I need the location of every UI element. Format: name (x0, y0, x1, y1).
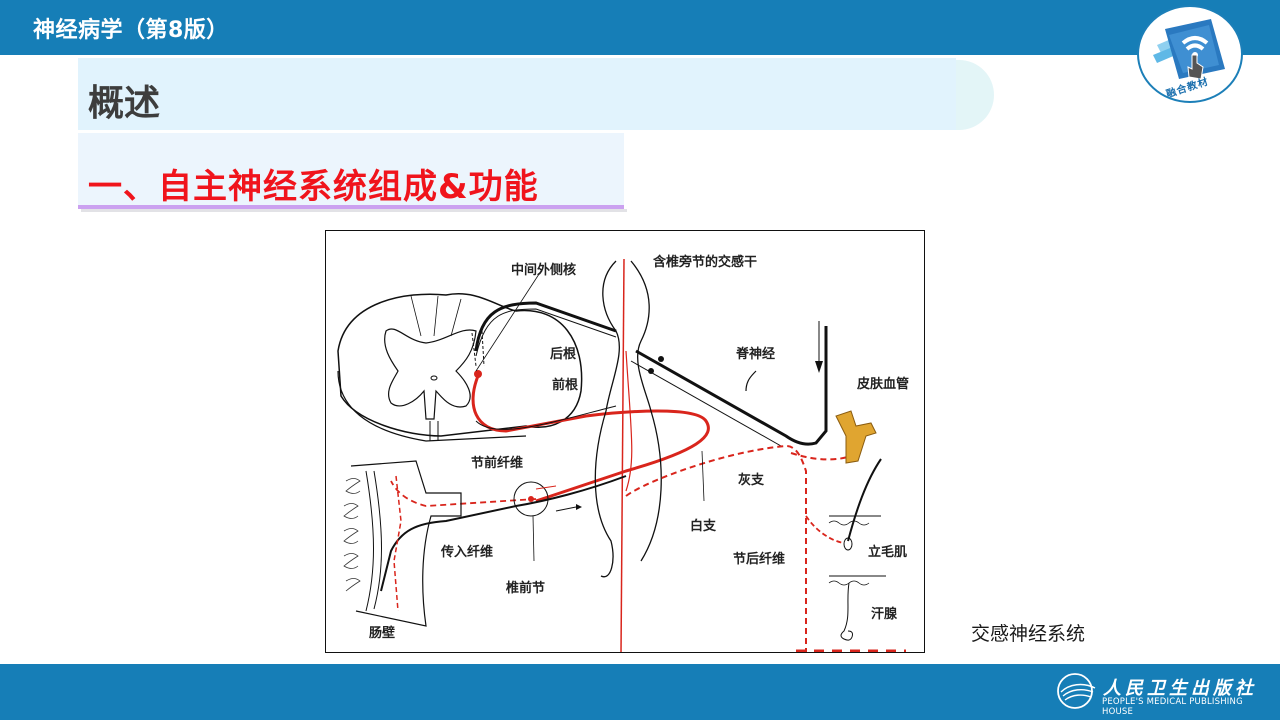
wifi-touch-icon (1153, 19, 1225, 80)
publisher-logo: 人民卫生出版社 PEOPLE'S MEDICAL PUBLISHING HOUS… (1055, 672, 1275, 717)
top-bar: 神经病学（第8版） (0, 0, 1280, 55)
label-sympathetic-trunk: 含椎旁节的交感干 (653, 255, 758, 270)
label-preganglionic-fiber: 节前纤维 (471, 456, 524, 471)
label-intestinal-wall: 肠壁 (369, 626, 396, 641)
label-spinal-nerve: 脊神经 (736, 347, 776, 362)
label-white-ramus: 白支 (690, 519, 717, 534)
label-posterior-root: 后根 (550, 347, 577, 362)
subsection-shadow (81, 209, 627, 212)
label-intermediolateral-nucleus: 中间外侧核 (511, 263, 577, 278)
label-anterior-root: 前根 (552, 378, 579, 393)
section-band (78, 58, 956, 130)
subsection-underline (78, 205, 624, 209)
publisher-name-en: PEOPLE'S MEDICAL PUBLISHING HOUSE (1102, 697, 1243, 717)
label-gray-ramus: 灰支 (738, 473, 765, 488)
anatomy-illustration (337, 258, 906, 652)
label-arrector-pili: 立毛肌 (868, 545, 908, 560)
section-band-cap (956, 60, 994, 130)
sympathetic-nervous-system-diagram: 中间外侧核 含椎旁节的交感干 后根 前根 脊神经 皮肤血管 节前纤维 灰支 白支… (325, 230, 925, 653)
publisher-emblem-icon (1057, 673, 1096, 709)
figure-caption: 交感神经系统 (971, 623, 1086, 645)
section-title: 概述 (88, 83, 161, 124)
label-prevertebral-ganglion: 椎前节 (506, 581, 546, 596)
subsection-band (78, 133, 624, 207)
label-sweat-gland: 汗腺 (871, 607, 898, 622)
label-postganglionic-fiber: 节后纤维 (733, 552, 786, 567)
bottom-bar (0, 664, 1280, 720)
subsection-title: 一、自主神经系统组成&功能 (88, 167, 539, 207)
book-title: 神经病学（第8版） (33, 18, 229, 43)
label-afferent-fiber: 传入纤维 (441, 545, 494, 560)
label-skin-vessel: 皮肤血管 (857, 377, 910, 392)
publisher-name-cn: 人民卫生出版社 (1103, 678, 1257, 699)
integrated-textbook-badge: 融合教材 (1137, 5, 1243, 103)
